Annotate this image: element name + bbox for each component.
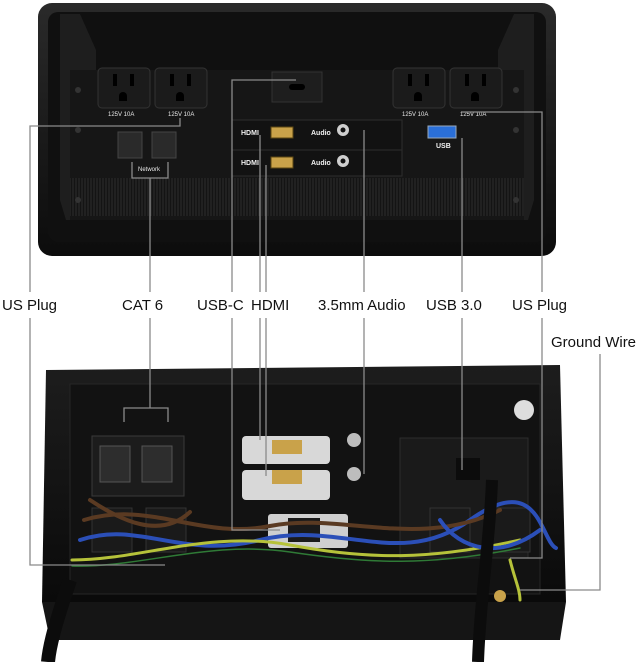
leader-usb-c-top [231, 79, 296, 292]
hdmi-port-2 [270, 156, 294, 169]
outlet-rating-1: 125V 10A [108, 112, 134, 118]
callout-cat6: CAT 6 [122, 297, 164, 314]
audio-rear-2 [347, 467, 361, 481]
outlet-left-1 [97, 67, 151, 109]
usb3-rear [456, 458, 480, 480]
network-print: Network [138, 167, 161, 173]
leader-ground-wire [520, 354, 601, 591]
rj45-port-1 [117, 131, 143, 159]
top-unit: 125V 10A 125V 10A 125V 10A 125V 10A Netw… [38, 3, 556, 256]
usb-c-port [289, 84, 305, 90]
hdmi-bracket-2 [242, 470, 330, 500]
usb3-port [427, 125, 457, 139]
callout-ground-wire: Ground Wire [551, 334, 637, 351]
power-cable-right [472, 479, 498, 663]
leader-us-plug-right-bottom [510, 318, 543, 559]
leader-lines [29, 79, 601, 591]
outlet-rating-4: 125V 10A [460, 112, 486, 118]
outlet-right-2 [449, 67, 503, 109]
leader-usb-c-bottom [231, 318, 280, 531]
leader-cat6-bracket-bottom [123, 407, 169, 422]
audio-rear-1 [347, 433, 361, 447]
hdmi-port-1 [270, 126, 294, 139]
hdmi-rear-2 [272, 470, 302, 484]
bottom-unit [41, 365, 566, 663]
callout-audio: 3.5mm Audio [318, 297, 406, 314]
hdmi-print-2: HDMI [241, 160, 259, 167]
brush-strip [70, 178, 524, 216]
usb-print: USB [436, 143, 451, 150]
power-cable-left [41, 577, 77, 663]
callout-usb3: USB 3.0 [426, 297, 482, 314]
outlet-rating-2: 125V 10A [168, 112, 194, 118]
callout-hdmi: HDMI [251, 297, 290, 314]
leader-us-plug-left-top [29, 118, 181, 292]
leader-us-plug-left-bottom [29, 318, 165, 566]
callout-us-plug-right: US Plug [512, 297, 568, 314]
leader-us-plug-right-top [462, 111, 543, 292]
callout-usb-c: USB-C [197, 297, 244, 314]
outlet-rating-3: 125V 10A [402, 112, 428, 118]
ground-terminal [494, 590, 506, 602]
rj45-module-2 [141, 445, 173, 483]
outlet-left-2 [154, 67, 208, 109]
rj45-module-1 [99, 445, 131, 483]
rj45-port-2 [151, 131, 177, 159]
audio-print-2: Audio [311, 160, 331, 167]
hdmi-print-1: HDMI [241, 130, 259, 137]
audio-print-1: Audio [311, 130, 331, 137]
outlet-right-1 [392, 67, 446, 109]
hdmi-rear-1 [272, 440, 302, 454]
callout-us-plug-left: US Plug [2, 297, 58, 314]
internal-wiring [70, 498, 558, 602]
label-sticker [514, 400, 534, 420]
